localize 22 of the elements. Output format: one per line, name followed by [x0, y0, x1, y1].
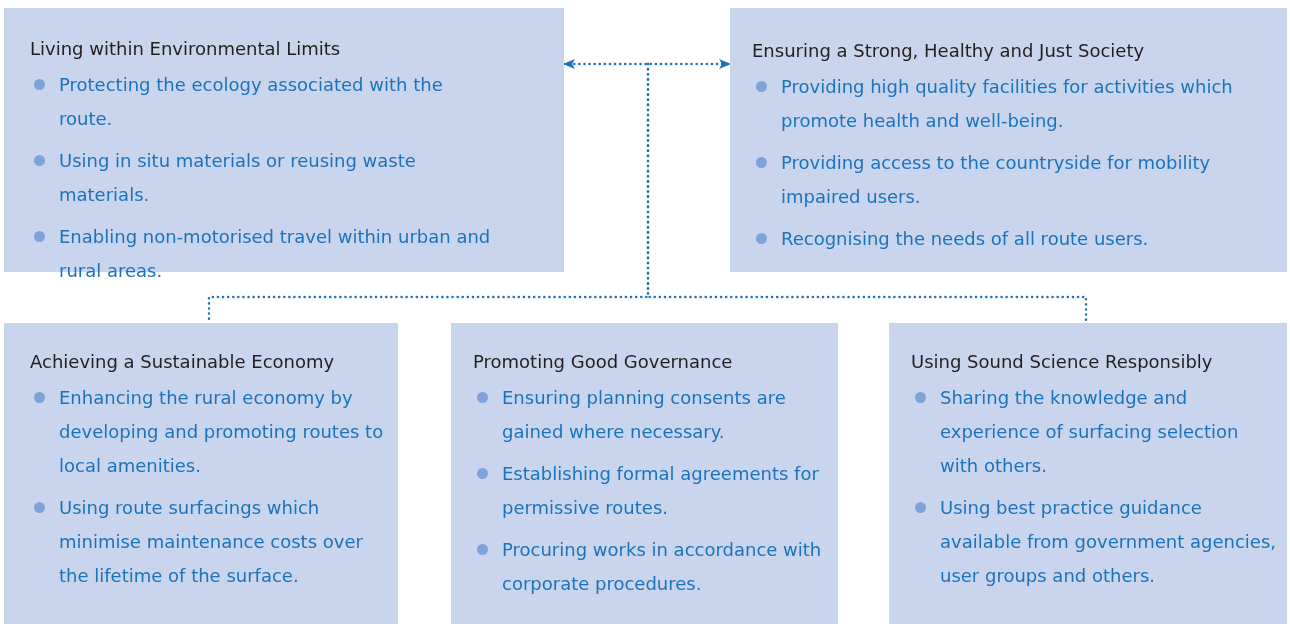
principle-box [730, 8, 1287, 272]
box-heading: Using Sound Science Responsibly [911, 350, 1214, 374]
bullet-text: Using in situ materials or reusing waste materials. [59, 149, 417, 207]
bullet-text: Using best practice guidance available from government agencies, user groups and others. [940, 496, 1278, 588]
principle-box [889, 323, 1287, 624]
box-heading: Ensuring a Strong, Healthy and Just Society [752, 39, 1146, 63]
bullet-text: Protecting the ecology associated with the route. [59, 73, 444, 131]
bullet-text: Procuring works in accordance with corporate procedures. [502, 538, 823, 596]
principle-box [4, 323, 398, 624]
principle-box [451, 323, 838, 624]
box-heading: Living within Environmental Limits [30, 37, 342, 61]
box-heading: Promoting Good Governance [473, 350, 734, 374]
bullet-text: Providing access to the countryside for mobility impaired users. [781, 151, 1212, 209]
box-heading: Achieving a Sustainable Economy [30, 350, 336, 374]
bullet-text: Establishing formal agreements for permissive routes. [502, 462, 820, 520]
bullet-text: Sharing the knowledge and experience of surfacing selection with others. [940, 386, 1240, 478]
bullet-text: Providing high quality facilities for activities which promote health and well-being. [781, 75, 1234, 133]
bullet-text: Using route surfacings which minimise maintenance costs over the lifetime of the surface. [59, 496, 364, 588]
bullet-text: Recognising the needs of all route users. [781, 227, 1149, 251]
bullet-text: Enhancing the rural economy by developing and promoting routes to local amenities. [59, 386, 385, 478]
bullet-text: Ensuring planning consents are gained where necessary. [502, 386, 787, 444]
bullet-text: Enabling non-motorised travel within urban and rural areas. [59, 225, 492, 283]
